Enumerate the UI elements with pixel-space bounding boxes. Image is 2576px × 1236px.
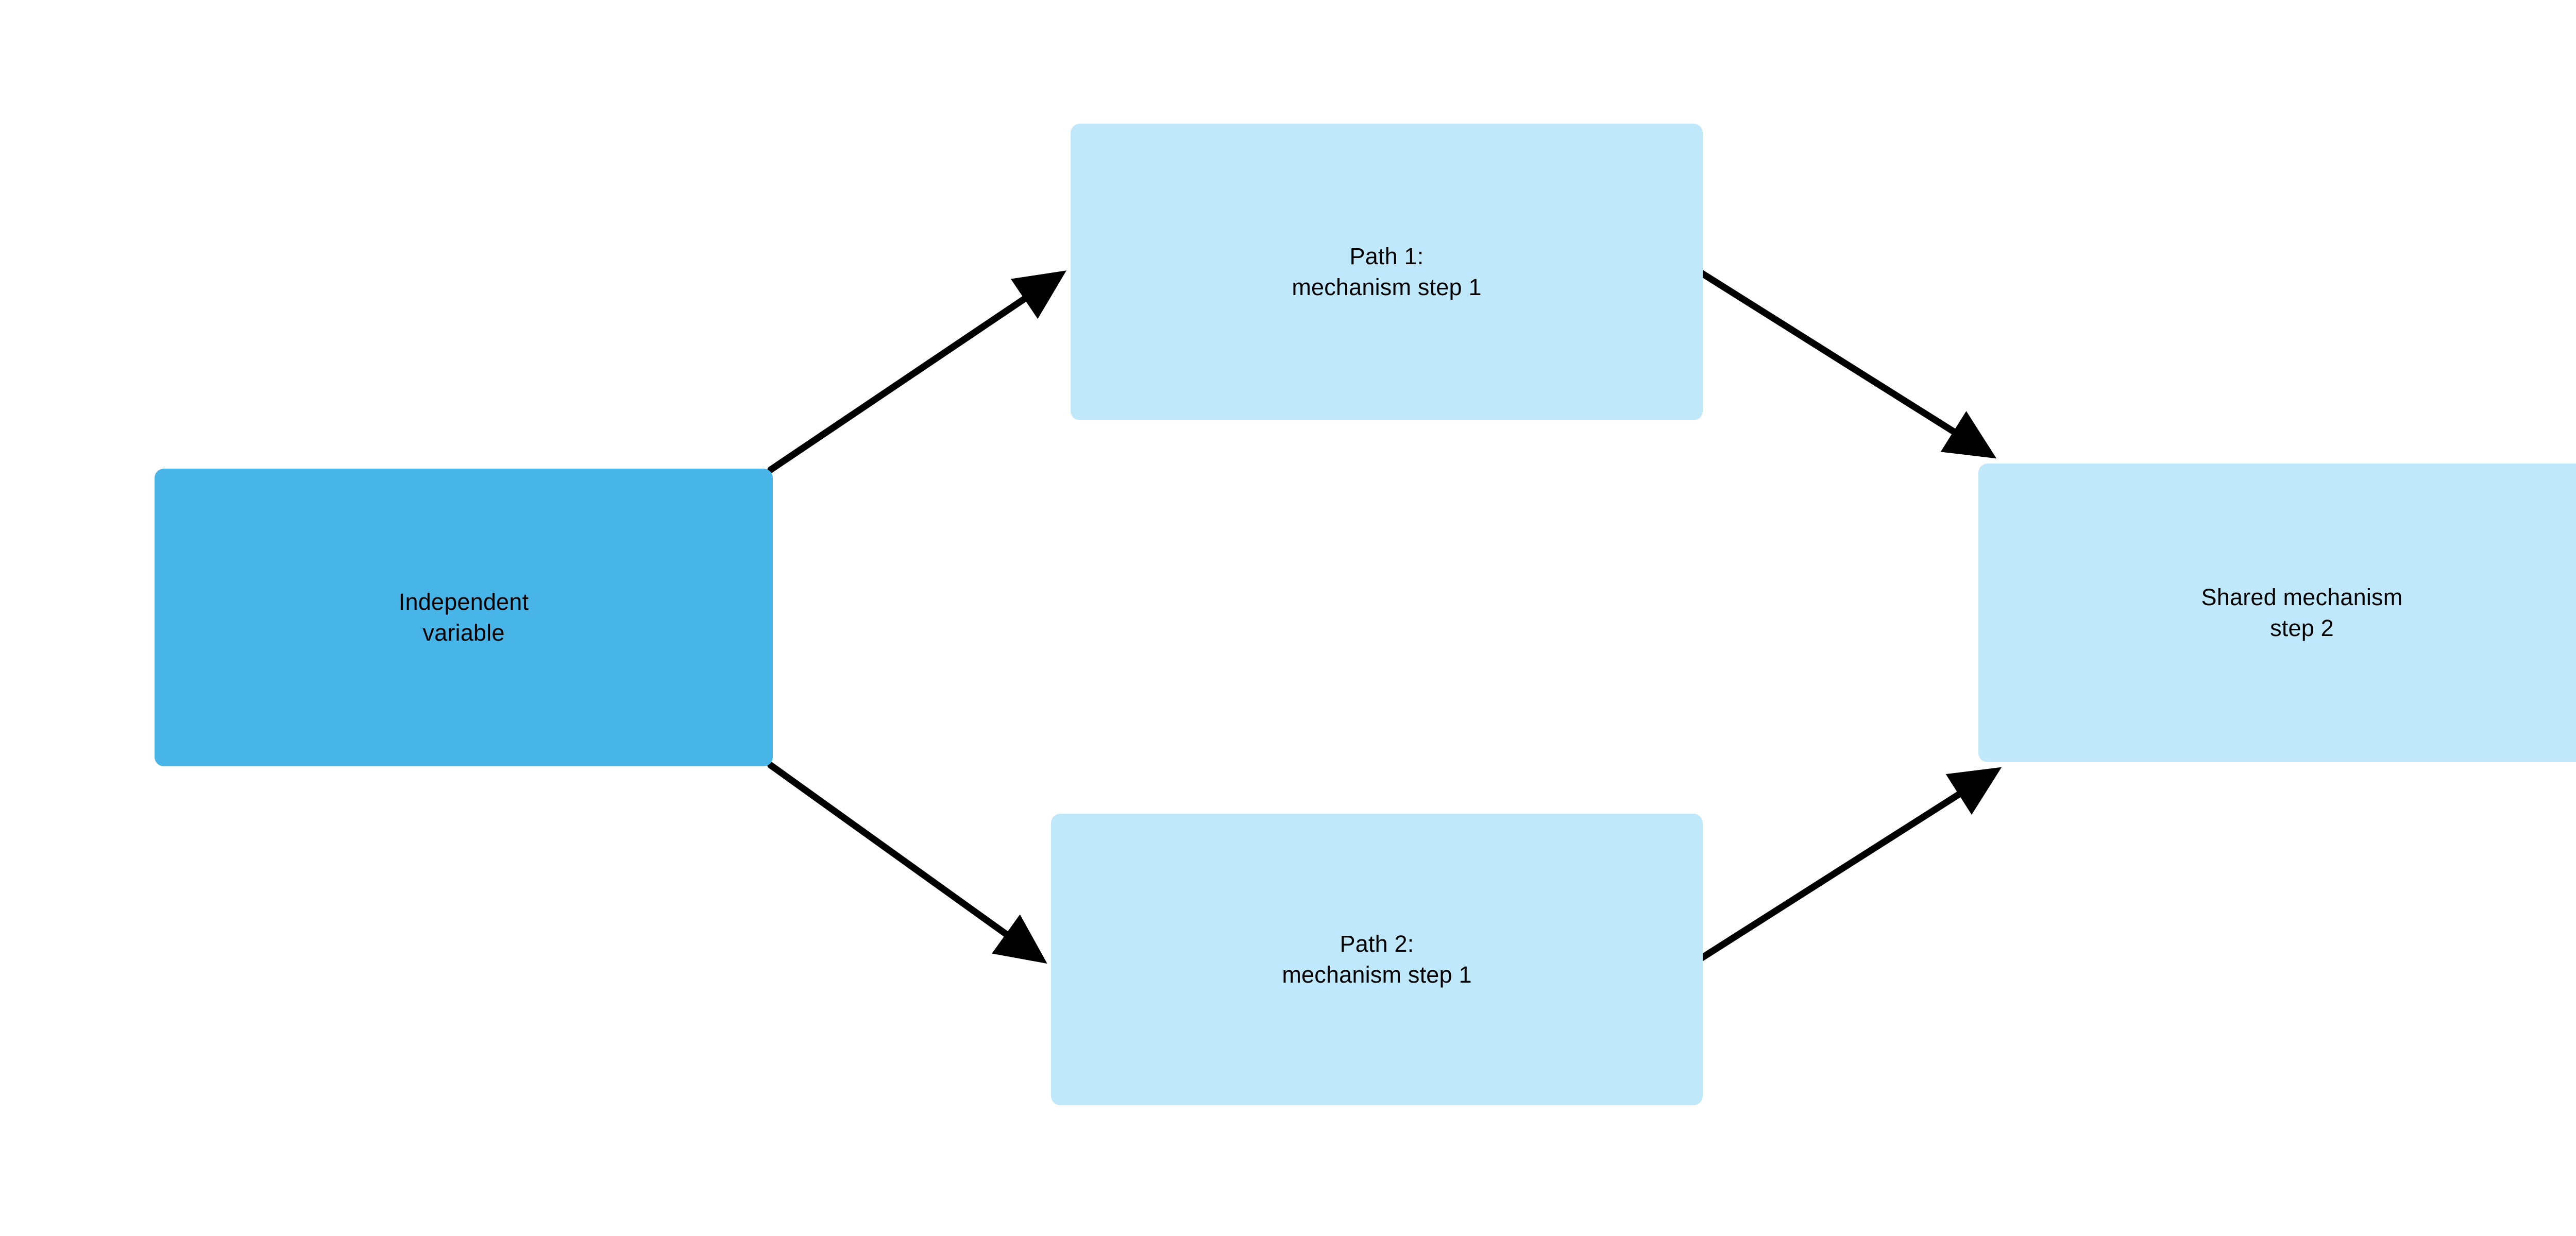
node-path-2-mechanism-step-1[interactable]: Path 2: mechanism step 1 bbox=[1051, 814, 1703, 1105]
edge-path2-to-shared bbox=[1697, 767, 2002, 963]
node-shared-mechanism-step-2[interactable]: Shared mechanism step 2 bbox=[1978, 464, 2576, 762]
node-path-1-mechanism-step-1[interactable]: Path 1: mechanism step 1 bbox=[1071, 124, 1703, 420]
edge-independent-to-path2 bbox=[767, 762, 1047, 964]
node-independent-variable-label: Independent variable bbox=[398, 589, 529, 646]
node-path-1-mechanism-step-1-label: Path 1: mechanism step 1 bbox=[1292, 243, 1482, 300]
edge-independent-to-path1 bbox=[767, 270, 1066, 473]
node-path-2-mechanism-step-1-label: Path 2: mechanism step 1 bbox=[1282, 931, 1472, 988]
node-independent-variable[interactable]: Independent variable bbox=[155, 469, 773, 766]
edge-path1-to-shared bbox=[1694, 267, 1997, 459]
node-shared-mechanism-step-2-label: Shared mechanism step 2 bbox=[2201, 584, 2403, 641]
